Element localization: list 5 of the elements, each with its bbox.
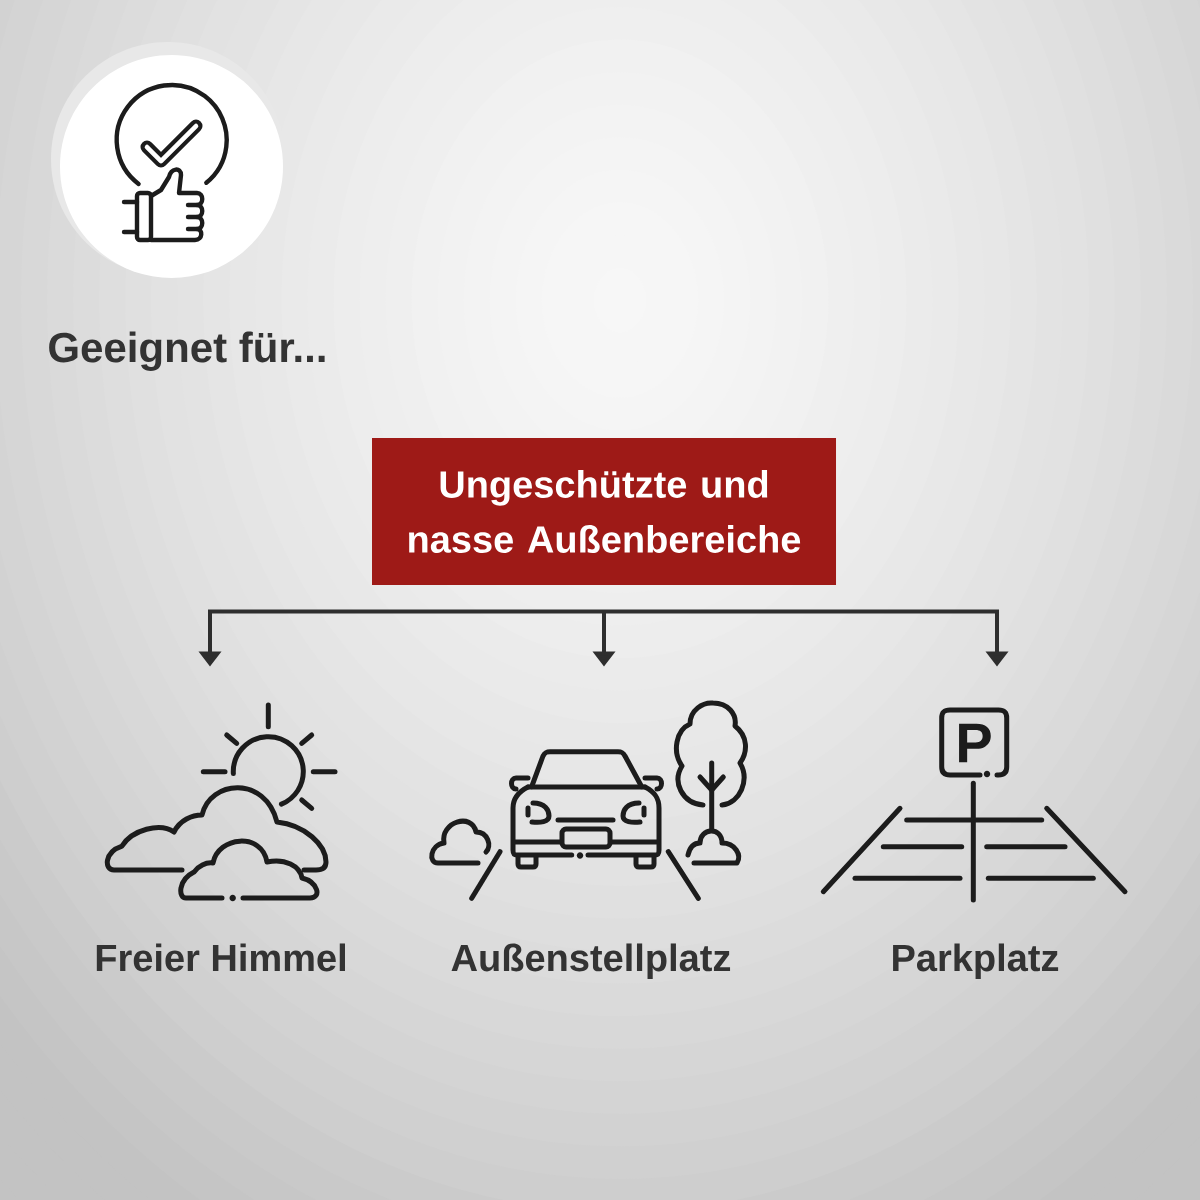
sign-letter: P	[959, 723, 991, 763]
picture-caption: Außenstellplatz	[451, 943, 731, 979]
title: Geeignet für...	[49, 331, 325, 371]
picture-caption: Parkplatz	[893, 943, 1059, 979]
picture-caption: Freier Himmel	[96, 943, 345, 972]
